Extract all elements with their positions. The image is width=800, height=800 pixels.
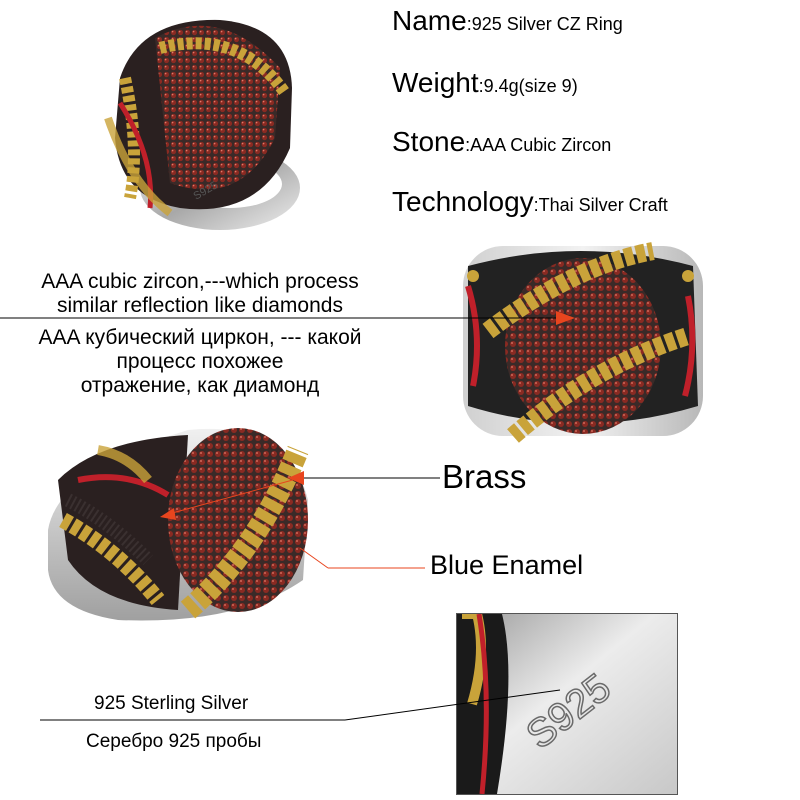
zircon-en-line-1: AAA cubic zircon,---which process (41, 270, 359, 293)
silver-ru-label: Серебро 925 пробы (86, 731, 262, 752)
spec-weight: Weight:9.4g(size 9) (392, 67, 578, 99)
zircon-ru-line-2: процесс похожее (116, 350, 284, 373)
enamel-label: Blue Enamel (430, 550, 584, 580)
ring-photo-stamp-closeup: S925 (456, 613, 678, 795)
spec-weight-key: Weight (392, 67, 479, 98)
zircon-ru-line-1: AAA кубический циркон, --- какой (38, 326, 362, 349)
zircon-callout-ru: AAA кубический циркон, --- какой процесс… (0, 326, 400, 398)
spec-technology-key: Technology (392, 186, 534, 217)
ring-photo-top-left: S925 (100, 8, 305, 240)
spec-technology: Technology:Thai Silver Craft (392, 186, 668, 218)
spec-stone-value: :AAA Cubic Zircon (465, 135, 612, 155)
ring-photo-side (38, 410, 316, 632)
silver-en-label: 925 Sterling Silver (94, 693, 249, 714)
spec-name-key: Name (392, 5, 467, 36)
spec-weight-value: :9.4g(size 9) (478, 76, 578, 96)
spec-stone-key: Stone (392, 126, 466, 157)
brass-label: Brass (442, 458, 527, 495)
spec-name: Name:925 Silver CZ Ring (392, 5, 623, 37)
spec-technology-value: :Thai Silver Craft (533, 195, 668, 215)
ring-photo-front (453, 236, 708, 446)
zircon-en-line-2: similar reflection like diamonds (57, 294, 343, 317)
zircon-callout: AAA cubic zircon,---which process simila… (0, 270, 400, 318)
spec-stone: Stone:AAA Cubic Zircon (392, 126, 611, 158)
zircon-ru-line-3: отражение, как диамонд (80, 374, 320, 397)
spec-name-value: :925 Silver CZ Ring (466, 14, 623, 34)
